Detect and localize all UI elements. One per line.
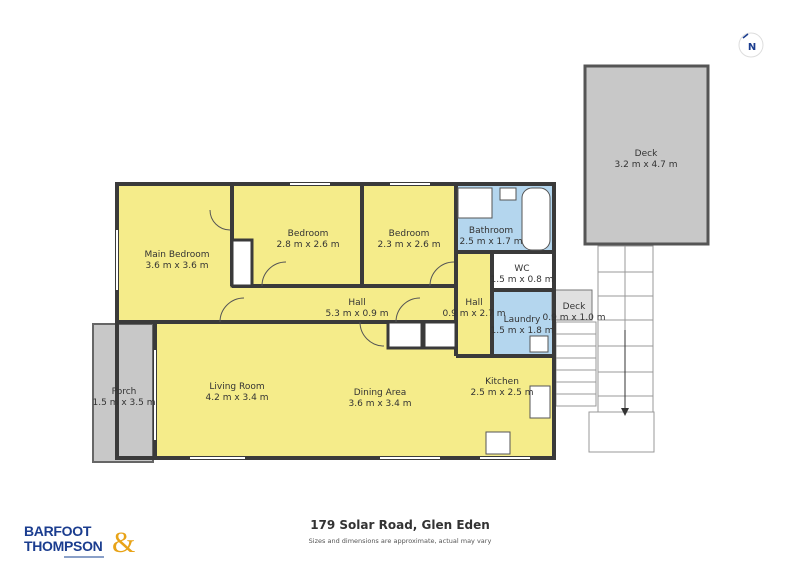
disclaimer-note: Sizes and dimensions are approximate, ac… <box>308 537 492 545</box>
deck-large-name: Deck <box>635 149 658 159</box>
kitchen-name: Kitchen <box>485 377 519 387</box>
kitchen-fixtures <box>485 385 551 455</box>
kitchen-dims: 2.5 m x 2.5 m <box>471 388 534 398</box>
hall1-dims: 5.3 m x 0.9 m <box>326 309 389 319</box>
living-dims: 4.2 m x 3.4 m <box>206 393 269 403</box>
logo-ampersand: & <box>112 526 136 559</box>
deck-small-area <box>551 289 593 321</box>
side-steps <box>555 321 597 407</box>
laundry-dims: 1.5 m x 1.8 m <box>491 326 554 336</box>
wc-area <box>492 252 552 290</box>
hall2-name: Hall <box>465 298 482 308</box>
storage-cupboards <box>230 238 458 350</box>
main-bedroom-name: Main Bedroom <box>144 250 209 260</box>
wc-name: WC <box>514 264 529 274</box>
porch-area <box>92 323 154 463</box>
deck-stairs <box>588 245 655 453</box>
interior-rooms <box>117 186 552 458</box>
deck-arrowhead <box>621 408 629 416</box>
deck-large-area <box>583 64 710 246</box>
main-bedroom-dims: 3.6 m x 3.6 m <box>146 261 209 271</box>
deck-small-name: Deck <box>563 302 586 312</box>
door-swings <box>209 209 455 347</box>
compass-label: N <box>748 42 756 53</box>
laundry-name: Laundry <box>504 315 541 325</box>
deck-small-dims: 0.9 m x 1.0 m <box>543 313 606 323</box>
logo-line2: THOMPSON <box>24 538 103 554</box>
wc-dims: 1.5 m x 0.8 m <box>491 275 554 285</box>
porch-dims: 1.5 m x 3.5 m <box>93 398 156 408</box>
bedroom2-name: Bedroom <box>389 229 430 239</box>
bathroom-dims: 2.5 m x 1.7 m <box>460 237 523 247</box>
bath-fixtures <box>457 187 551 353</box>
company-logo: BARFOOT THOMPSON & <box>24 524 144 560</box>
living-name: Living Room <box>209 382 264 392</box>
bedroom1-dims: 2.8 m x 2.6 m <box>277 240 340 250</box>
compass: N <box>736 30 766 60</box>
dining-dims: 3.6 m x 3.4 m <box>349 399 412 409</box>
hall2-dims: 0.9 m x 2.7 m <box>443 309 506 319</box>
deck-large-dims: 3.2 m x 4.7 m <box>615 160 678 170</box>
bathroom-name: Bathroom <box>469 226 513 236</box>
bedroom1-name: Bedroom <box>288 229 329 239</box>
logo-line1: BARFOOT <box>24 523 92 539</box>
hall1-name: Hall <box>348 298 365 308</box>
dining-name: Dining Area <box>354 388 407 398</box>
bedroom2-dims: 2.3 m x 2.6 m <box>378 240 441 250</box>
porch-name: Porch <box>112 387 137 397</box>
compass-icon: N <box>738 32 764 58</box>
property-address: 179 Solar Road, Glen Eden <box>310 518 490 532</box>
windows <box>116 183 530 459</box>
logo-tagline-rule <box>64 556 104 558</box>
